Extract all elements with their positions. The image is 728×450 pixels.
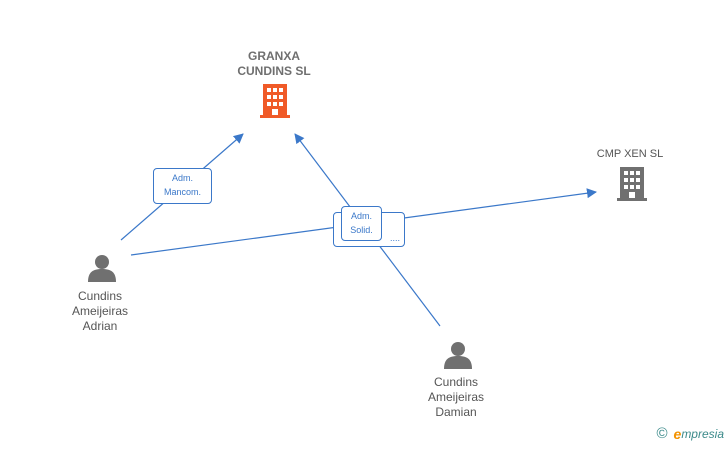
edge-label-adrian-granxa[interactable]: Adm. Mancom.	[153, 168, 212, 204]
copyright-icon: ©	[656, 425, 668, 442]
damian-label[interactable]: Cundins Ameijeiras Damian	[406, 375, 506, 420]
damian-label-line3: Damian	[435, 405, 477, 419]
cmp-label[interactable]: CMP XEN SL	[580, 147, 680, 162]
cmp-label-text: CMP XEN SL	[596, 148, 664, 160]
adrian-label-line2: Ameijeiras	[71, 304, 128, 318]
damian-label-line1: Cundins	[433, 375, 479, 389]
empresia-brand[interactable]: © e mpresia	[656, 425, 724, 442]
granxa-label[interactable]: GRANXA CUNDINS SL	[214, 49, 334, 79]
edge-label-damian-granxa[interactable]: Adm. Solid.	[341, 206, 382, 241]
edge-label-line1: Adm.	[350, 211, 372, 221]
damian-person-icon[interactable]	[444, 342, 472, 369]
cmp-building-icon[interactable]	[617, 167, 647, 201]
brand-name: mpresia	[681, 426, 724, 441]
adrian-person-icon[interactable]	[88, 255, 116, 282]
edge-label-line2: Mancom.	[163, 187, 201, 197]
adrian-label-line1: Cundins	[77, 289, 123, 303]
granxa-building-icon[interactable]	[260, 84, 290, 118]
brand-initial: e	[673, 425, 682, 442]
adrian-label-line3: Adrian	[82, 319, 118, 333]
granxa-label-line2: CUNDINS SL	[237, 64, 311, 78]
edge-label-adrian-cmp-text: ....	[389, 233, 400, 243]
damian-label-line2: Ameijeiras	[427, 390, 484, 404]
edge-label-line1: Adm.	[171, 173, 193, 183]
edge-label-line2: Solid.	[350, 225, 373, 235]
granxa-label-line1: GRANXA	[247, 49, 300, 63]
adrian-label[interactable]: Cundins Ameijeiras Adrian	[50, 289, 150, 334]
